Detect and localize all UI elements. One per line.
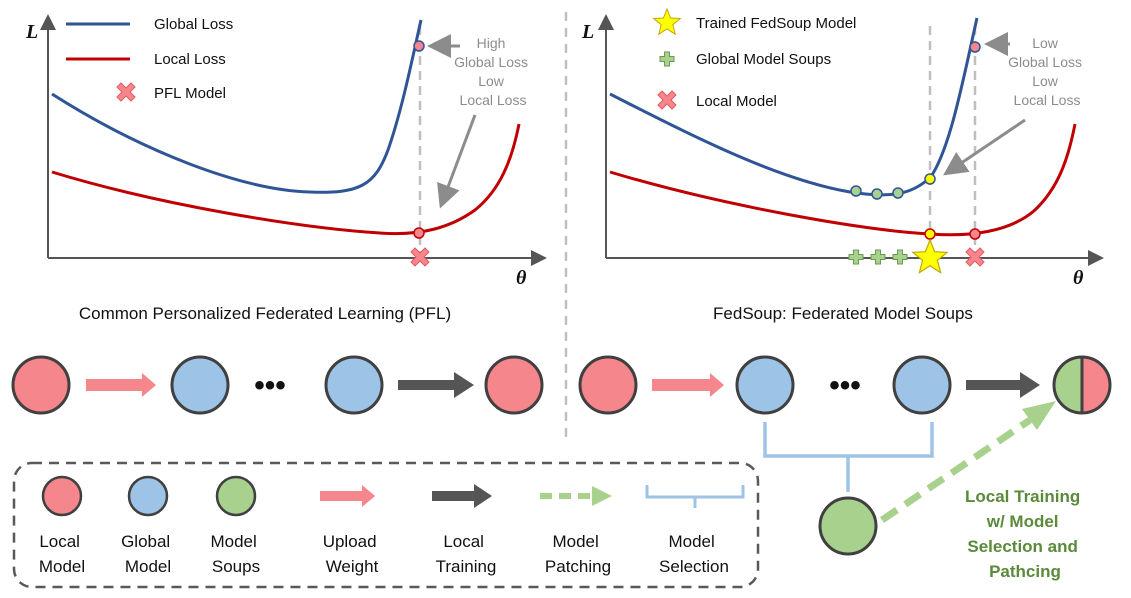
fedsoup-star-marker	[911, 238, 949, 274]
soup-plus-1	[848, 249, 864, 265]
left-local-point	[413, 227, 425, 239]
key-model-selection-label: Model Selection	[659, 532, 729, 576]
key-model-selection-icon	[645, 485, 745, 508]
key-local-model-label: Local Model	[39, 532, 85, 576]
left-flow-global-node-1	[170, 355, 230, 415]
local-model-global-point	[969, 41, 981, 53]
right-legend-star-icon	[652, 7, 682, 36]
key-model-soups-label: Model Soups	[210, 532, 261, 576]
right-legend-soups-label: Global Model Soups	[696, 51, 831, 68]
left-flow-ellipsis: •••	[254, 369, 286, 402]
right-local-loss-curve	[609, 123, 1077, 237]
left-loss-chart: L θ High Global Loss Low Local Loss Glob…	[25, 14, 547, 323]
model-patching-arrowhead	[1022, 401, 1056, 430]
key-local-model-icon	[41, 475, 83, 517]
right-flow-ellipsis: •••	[829, 369, 861, 402]
right-flow-global-node-2	[892, 355, 952, 415]
left-flow-global-node-2	[324, 355, 384, 415]
soup-point-2	[871, 188, 883, 200]
right-flow-training-arrow	[966, 372, 1040, 398]
key-global-model-icon	[127, 475, 169, 517]
right-x-axis-label: θ	[1073, 267, 1084, 289]
right-flow-local-node	[578, 355, 638, 415]
key-legend-box: Local Model Global Model Model Soups Upl…	[12, 461, 760, 589]
fedsoup-local-point	[924, 228, 936, 240]
soup-point-1	[850, 185, 862, 197]
right-loss-chart: L θ Low Global Loss Low Local Loss Train…	[581, 7, 1104, 323]
patching-description: Local Training w/ Model Selection and Pa…	[965, 487, 1085, 581]
selection-bracket	[763, 422, 934, 492]
left-flow-row: •••	[11, 355, 544, 415]
left-caption: Common Personalized Federated Learning (…	[79, 304, 451, 323]
key-local-training-icon	[432, 484, 492, 508]
left-flow-upload-arrow	[86, 373, 156, 397]
left-x-axis-label: θ	[516, 267, 527, 289]
right-flow-patched-node	[1052, 355, 1112, 415]
key-legend-frame	[12, 461, 760, 589]
soup-plus-2	[870, 249, 886, 265]
key-upload-weight-label: Upload Weight	[323, 532, 382, 576]
left-annotation-arrow-down	[437, 114, 477, 209]
fedsoup-global-point	[924, 173, 936, 185]
model-patching-arrow-line	[880, 417, 1032, 523]
key-global-model-label: Global Model	[121, 532, 175, 576]
left-legend-global-label: Global Loss	[154, 16, 233, 33]
soup-plus-3	[892, 249, 908, 265]
right-y-axis-label: L	[581, 21, 594, 43]
right-global-loss-curve	[609, 17, 979, 197]
left-flow-result-node	[484, 355, 544, 415]
left-flow-training-arrow	[398, 372, 474, 398]
left-legend-pfl-label: PFL Model	[154, 85, 226, 102]
right-caption: FedSoup: Federated Model Soups	[713, 304, 973, 323]
key-upload-weight-icon	[320, 485, 375, 507]
right-legend-local-icon	[657, 90, 677, 110]
right-annotation-arrow-diag	[943, 118, 1026, 176]
left-legend-pfl-icon	[116, 82, 136, 102]
right-legend-trained-label: Trained FedSoup Model	[696, 15, 856, 32]
key-model-soups-icon	[215, 475, 257, 517]
soup-point-3	[892, 187, 904, 199]
left-flow-local-node	[11, 355, 71, 415]
local-model-local-point	[969, 228, 981, 240]
left-global-point	[413, 40, 425, 52]
left-legend-local-label: Local Loss	[154, 51, 226, 68]
right-legend-local-label: Local Model	[696, 93, 777, 110]
right-legend-soups-icon	[659, 51, 675, 67]
right-annotation-text: Low Global Loss Low Local Loss	[1008, 35, 1086, 108]
selected-soup-node	[818, 496, 878, 556]
left-y-axis-label: L	[25, 21, 38, 43]
key-model-patching-label: Model Patching	[545, 532, 611, 576]
left-annotation-text: High Global Loss Low Local Loss	[454, 35, 532, 108]
right-flow-global-node-1	[735, 355, 795, 415]
left-global-loss-curve	[51, 19, 423, 194]
right-flow-row: ••• Local Training w/ Model Selection an…	[578, 355, 1112, 581]
key-model-patching-arrowhead	[592, 486, 612, 506]
right-flow-upload-arrow	[652, 373, 724, 397]
left-local-loss-curve	[51, 123, 521, 236]
key-local-training-label: Local Training	[436, 532, 497, 576]
